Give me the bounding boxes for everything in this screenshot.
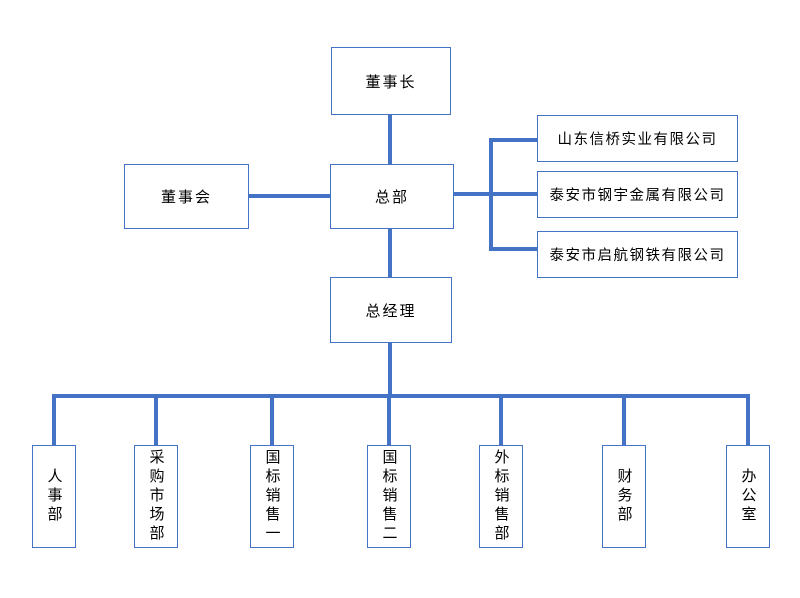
connector-departments-rail <box>52 394 750 398</box>
connector-general-manager-to-rail <box>388 342 392 397</box>
node-subsidiary-3-label: 泰安市启航钢铁有限公司 <box>549 248 726 264</box>
node-subsidiary-2[interactable]: 泰安市钢宇金属有限公司 <box>537 171 738 218</box>
node-general-manager[interactable]: 总经理 <box>330 277 452 343</box>
connector-drop-dept-2 <box>154 394 158 448</box>
node-board-label: 董事会 <box>160 189 212 206</box>
connector-drop-dept-6 <box>622 394 626 448</box>
node-chairman-label: 董事长 <box>365 73 417 91</box>
node-subsidiary-1-label: 山东信桥实业有限公司 <box>557 132 718 148</box>
node-dept-procurement-market-label: 采购市场部 <box>147 449 165 544</box>
connector-branch-subsidiary-3 <box>489 247 538 251</box>
node-board-of-directors[interactable]: 董事会 <box>124 164 249 229</box>
node-dept-national-sales-1-label: 国标销售一 <box>263 449 281 544</box>
node-dept-foreign-sales[interactable]: 外标销售部 <box>479 445 523 548</box>
connector-headquarters-to-general-manager <box>388 228 392 278</box>
node-subsidiary-3[interactable]: 泰安市启航钢铁有限公司 <box>537 231 738 278</box>
node-dept-finance-label: 财务部 <box>615 468 633 525</box>
connector-board-to-headquarters <box>249 194 331 198</box>
node-chairman[interactable]: 董事长 <box>331 47 451 115</box>
node-dept-office-label: 办公室 <box>739 468 757 525</box>
node-dept-hr-label: 人事部 <box>45 468 63 525</box>
connector-subsidiaries-bracket <box>489 138 493 251</box>
connector-drop-dept-5 <box>499 394 503 448</box>
connector-drop-dept-7 <box>746 394 750 448</box>
node-dept-national-sales-2[interactable]: 国标销售二 <box>367 445 411 548</box>
connector-drop-dept-3 <box>270 394 274 448</box>
node-subsidiary-1[interactable]: 山东信桥实业有限公司 <box>537 115 738 162</box>
connector-headquarters-to-subsidiaries <box>453 192 538 196</box>
node-general-manager-label: 总经理 <box>365 302 417 320</box>
node-dept-office[interactable]: 办公室 <box>726 445 770 548</box>
connector-branch-subsidiary-1 <box>489 138 538 142</box>
node-dept-procurement-market[interactable]: 采购市场部 <box>134 445 178 548</box>
connector-drop-dept-4 <box>387 394 391 448</box>
node-dept-national-sales-2-label: 国标销售二 <box>380 449 398 544</box>
node-dept-finance[interactable]: 财务部 <box>602 445 646 548</box>
connector-chairman-to-headquarters <box>388 114 392 165</box>
node-dept-national-sales-1[interactable]: 国标销售一 <box>250 445 294 548</box>
node-dept-foreign-sales-label: 外标销售部 <box>492 449 510 544</box>
node-headquarters[interactable]: 总部 <box>330 164 454 229</box>
connector-drop-dept-1 <box>52 394 56 448</box>
node-dept-hr[interactable]: 人事部 <box>32 445 76 548</box>
node-headquarters-label: 总部 <box>374 189 409 206</box>
node-subsidiary-2-label: 泰安市钢宇金属有限公司 <box>549 188 726 204</box>
